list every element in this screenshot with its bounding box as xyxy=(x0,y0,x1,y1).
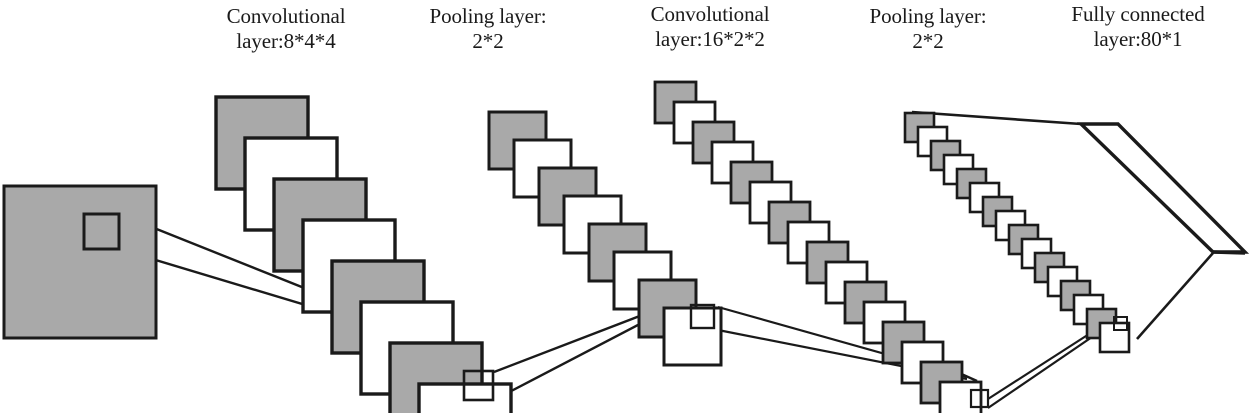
receptive-field-patch-conv2 xyxy=(969,388,990,409)
connector-pool2-top-to-fc xyxy=(911,110,1082,126)
fully-connected-group xyxy=(1076,122,1250,255)
input-image-group xyxy=(2,184,158,340)
input-receptive-field-patch xyxy=(82,212,121,251)
label-pool-layer-2: Pooling layer: 2*2 xyxy=(869,4,987,53)
receptive-field-patch-pool2 xyxy=(1113,316,1128,331)
receptive-field-patch-conv1 xyxy=(462,369,495,402)
connector-pool2-to-fc xyxy=(1136,252,1214,340)
input-image xyxy=(2,184,158,340)
feature-map-pool1-8 xyxy=(662,306,723,367)
pool-layer-1-stack xyxy=(487,110,723,367)
label-fully-connected: Fully connected layer:80*1 xyxy=(1071,2,1205,51)
pool-layer-2-stack xyxy=(903,111,1131,354)
label-pool-layer-1: Pooling layer: 2*2 xyxy=(429,4,547,53)
label-conv-layer-1: Convolutional layer:8*4*4 xyxy=(226,4,346,53)
conv-layer-2-stack xyxy=(653,80,990,413)
receptive-field-patch-pool1 xyxy=(689,303,716,330)
feature-map-stacks-group xyxy=(214,80,1131,413)
feature-map-conv2-16 xyxy=(938,380,983,413)
fully-connected-sliver xyxy=(1076,122,1250,254)
label-conv-layer-2: Convolutional layer:16*2*2 xyxy=(650,2,770,51)
fully-connected-vee-edge xyxy=(1212,250,1246,255)
conv-layer-1-stack xyxy=(214,95,513,413)
